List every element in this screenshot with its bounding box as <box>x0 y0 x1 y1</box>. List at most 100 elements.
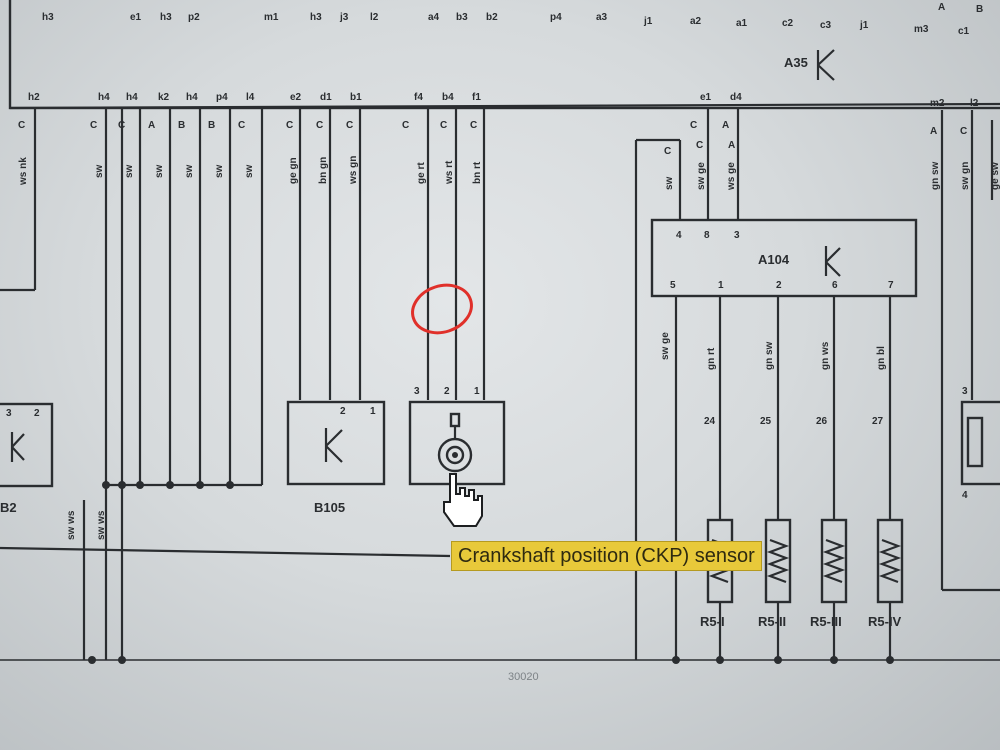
connector-letter: C <box>440 120 447 131</box>
wire-label: ws rt <box>444 160 455 185</box>
wire-label: sw gn <box>960 162 971 190</box>
pin-label: p4 <box>550 12 562 23</box>
pin-label: h3 <box>310 12 322 23</box>
wire-label: sw <box>664 176 675 190</box>
connector-letter: B <box>208 120 215 131</box>
pin-label: 6 <box>832 280 838 291</box>
wire-bundle-ckp <box>426 108 486 400</box>
connector-number: 27 <box>872 416 884 427</box>
connector-letter: C <box>346 120 353 131</box>
pin-label: b4 <box>442 92 454 103</box>
page-reference: 30020 <box>508 671 539 683</box>
pointer-hand-icon <box>443 473 483 527</box>
pin-label: h4 <box>98 92 110 103</box>
connector-letter: A <box>722 120 729 131</box>
wire-label: gn ws <box>820 341 831 370</box>
pin-label: h4 <box>126 92 138 103</box>
component-b105-label: B105 <box>314 500 345 515</box>
wire-label: gn bl <box>876 346 887 370</box>
injector-r5-ii[interactable]: R5-II <box>758 518 792 660</box>
wire-label: gn sw <box>930 161 941 190</box>
connector-letter: C <box>664 146 671 157</box>
component-right-partial[interactable]: 3 4 <box>960 386 1000 501</box>
module-a35-label: A35 <box>784 55 808 70</box>
pin-label: a3 <box>596 12 608 23</box>
pin-label: e2 <box>290 92 302 103</box>
component-b2-label: B2 <box>0 500 17 515</box>
pin-label: b2 <box>486 12 498 23</box>
connector-letter: C <box>960 126 967 137</box>
module-a35[interactable]: A35 <box>8 0 1000 110</box>
pin-label: p2 <box>188 12 200 23</box>
module-a104[interactable]: A104 4 8 3 5 1 2 6 7 <box>650 218 918 298</box>
pin-label: h4 <box>186 92 198 103</box>
pin-label: 2 <box>444 386 450 397</box>
a104-output-labels: sw ge gn rt gn sw gn ws gn bl 24 25 26 2… <box>660 332 887 427</box>
wire-label: gn sw <box>764 341 775 370</box>
injector-label: R5-III <box>810 614 842 629</box>
wire-label: sw <box>244 164 255 178</box>
pin-label: m3 <box>914 24 929 35</box>
pin-label: 3 <box>734 230 740 241</box>
pin-label: l4 <box>246 92 255 103</box>
wire-label: bn rt <box>472 161 483 184</box>
wire-label: ge rt <box>416 162 427 184</box>
connector-letter: A <box>148 120 155 131</box>
connector-number: 26 <box>816 416 828 427</box>
wire-label: sw ws <box>96 510 107 540</box>
injector-r5-iii[interactable]: R5-III <box>810 518 848 660</box>
pin-label: 3 <box>962 386 968 397</box>
wire-label: sw <box>184 164 195 178</box>
connector-letter: A <box>728 140 735 151</box>
pin-label: 1 <box>370 406 376 417</box>
pin-label: c3 <box>820 20 832 31</box>
pin-label: a2 <box>690 16 702 27</box>
component-b105[interactable]: 2 1 B105 <box>286 400 386 515</box>
pin-label: b3 <box>456 12 468 23</box>
wire-label: bn gn <box>318 157 329 184</box>
connector-letter: C <box>18 120 25 131</box>
component-ckp-sensor[interactable]: 3 2 1 <box>408 386 506 486</box>
junction-dots-left <box>102 481 234 489</box>
tooltip-ckp-sensor: Crankshaft position (CKP) sensor <box>451 541 762 571</box>
pin-label: 8 <box>704 230 710 241</box>
pin-label: 1 <box>474 386 480 397</box>
pin-label: 3 <box>414 386 420 397</box>
connector-number: 25 <box>760 416 772 427</box>
connector-letter: B <box>178 120 185 131</box>
connector-letter: C <box>402 120 409 131</box>
connector-letter: C <box>470 120 477 131</box>
pin-label: h3 <box>160 12 172 23</box>
connector-number: 24 <box>704 416 716 427</box>
transistor-symbol-icon <box>324 428 343 463</box>
wire-label: ws gn <box>348 156 359 185</box>
injector-label: R5-IV <box>868 614 902 629</box>
injector-r5-iv[interactable]: R5-IV <box>868 518 904 660</box>
pin-label: c2 <box>782 18 794 29</box>
pin-label: 5 <box>670 280 676 291</box>
wire-label: gn rt <box>706 347 717 370</box>
injector-label: R5-I <box>700 614 725 629</box>
wire-bundle-right <box>940 110 1000 592</box>
pin-label: d1 <box>320 92 332 103</box>
connector-letter: C <box>690 120 697 131</box>
pin-label: d4 <box>730 92 742 103</box>
transistor-symbol-icon <box>816 49 835 81</box>
pin-label: f4 <box>414 92 423 103</box>
pin-label: c1 <box>958 26 970 37</box>
wire-label: sw <box>214 164 225 178</box>
wire-label: sw <box>94 164 105 178</box>
injector-label: R5-II <box>758 614 786 629</box>
pin-label: a4 <box>428 12 440 23</box>
transistor-symbol-icon <box>824 246 841 277</box>
pin-label: l2 <box>970 98 979 109</box>
component-b2[interactable]: 3 2 B2 <box>0 402 54 515</box>
wire-label: sw <box>154 164 165 178</box>
pin-label: 2 <box>340 406 346 417</box>
wire-label: ws nk <box>18 157 29 186</box>
wire-label: sw <box>124 164 135 178</box>
pin-label: j3 <box>339 12 349 23</box>
wire-label: sw ge <box>696 162 707 190</box>
connector-letter: C <box>118 120 125 131</box>
